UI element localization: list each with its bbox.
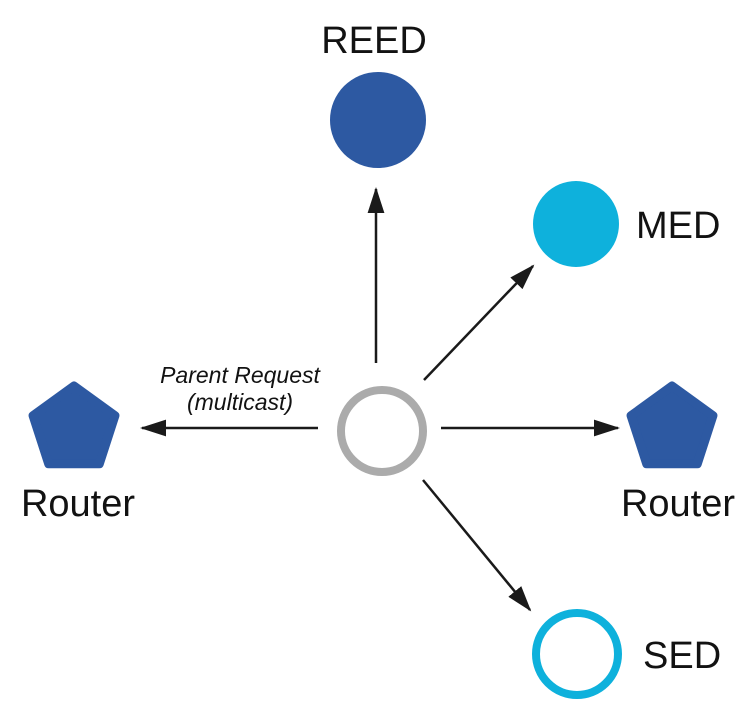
parent-request-annotation-line2: (multicast): [187, 389, 293, 415]
med-node-circle: [533, 181, 619, 267]
router-left-node-label: Router: [21, 483, 135, 525]
sed-node-circle: [532, 609, 622, 699]
sed-node-label: SED: [643, 635, 721, 677]
reed-node-circle: [330, 72, 426, 168]
center-device-circle: [337, 386, 427, 476]
arrow-to-med: [423, 264, 535, 381]
parent-request-annotation-line1: Parent Request: [160, 362, 321, 388]
router-right-node-pentagon: [626, 381, 718, 469]
arrow-to-sed: [422, 479, 532, 612]
med-node-label: MED: [636, 205, 720, 247]
router-right-node-label: Router: [621, 483, 735, 525]
reed-node-label: REED: [321, 20, 427, 62]
router-left-node-pentagon: [28, 381, 120, 469]
